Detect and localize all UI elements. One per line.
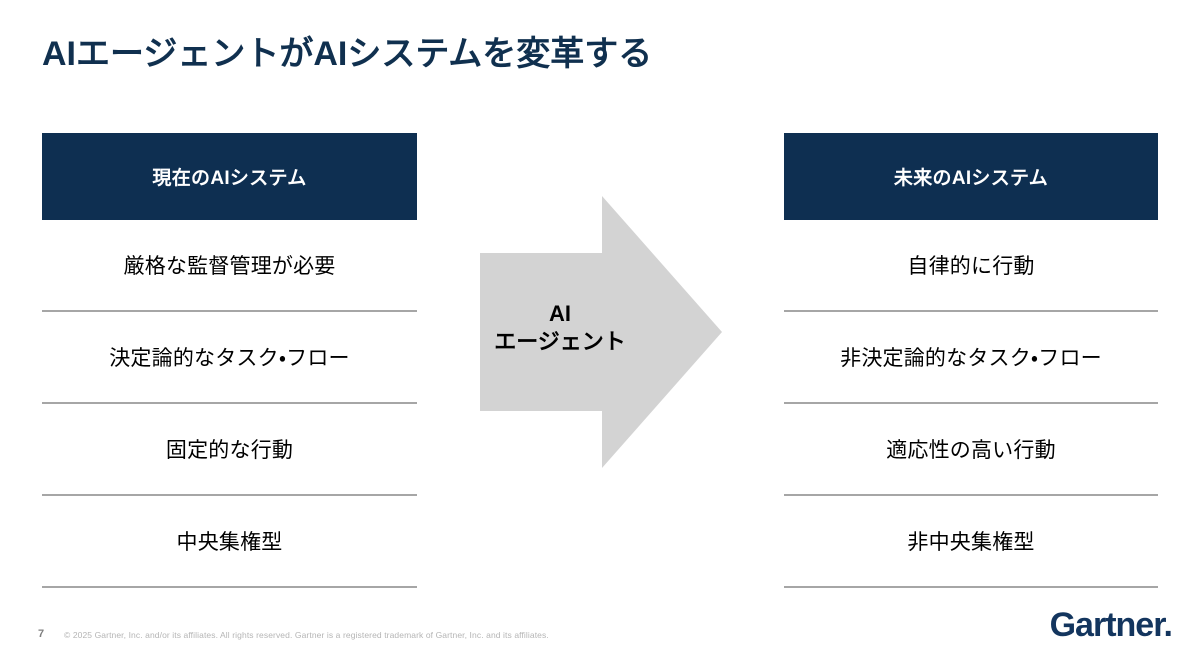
column-header-current-label: 現在のAIシステム — [152, 168, 307, 189]
gartner-logo: Gartner. — [1049, 606, 1173, 644]
list-item-label: 固定的な行動 — [165, 439, 294, 462]
list-item: 非決定論的なタスク・フロー — [784, 312, 1158, 404]
column-current-ai: 現在のAIシステム 厳格な監督管理が必要 決定論的なタスク・フロー 固定的な行動… — [42, 133, 417, 588]
arrow-right-icon — [480, 196, 722, 468]
list-item: 非中央集権型 — [784, 496, 1158, 588]
page-title: AIエージェントがAIシステムを変革する — [42, 35, 653, 73]
column-future-items: 自律的に行動 非決定論的なタスク・フロー 適応性の高い行動 非中央集権型 — [784, 220, 1158, 588]
list-item-label: 非中央集権型 — [907, 531, 1035, 554]
column-header-current: 現在のAIシステム — [42, 133, 417, 220]
column-header-future: 未来のAIシステム — [784, 133, 1158, 220]
list-item-label: 自律的に行動 — [907, 255, 1035, 278]
column-future-ai: 未来のAIシステム 自律的に行動 非決定論的なタスク・フロー 適応性の高い行動 … — [784, 133, 1158, 588]
list-item: 自律的に行動 — [784, 220, 1158, 312]
list-item: 中央集権型 — [42, 496, 417, 588]
list-item-label: 中央集権型 — [176, 531, 283, 554]
list-item: 厳格な監督管理が必要 — [42, 220, 417, 312]
list-item-label: 適応性の高い行動 — [886, 439, 1056, 462]
list-item-label: 厳格な監督管理が必要 — [123, 255, 336, 278]
page-number: 7 — [38, 628, 45, 640]
list-item: 固定的な行動 — [42, 404, 417, 496]
list-item: 適応性の高い行動 — [784, 404, 1158, 496]
transformation-arrow: AI エージェント — [480, 196, 722, 468]
list-item-label: 決定論的なタスク・フロー — [109, 347, 350, 370]
list-item: 決定論的なタスク・フロー — [42, 312, 417, 404]
list-item-label: 非決定論的なタスク・フロー — [840, 347, 1102, 370]
copyright-notice: © 2025 Gartner, Inc. and/or its affiliat… — [64, 630, 549, 640]
column-current-items: 厳格な監督管理が必要 決定論的なタスク・フロー 固定的な行動 中央集権型 — [42, 220, 417, 588]
column-header-future-label: 未来のAIシステム — [893, 168, 1049, 189]
